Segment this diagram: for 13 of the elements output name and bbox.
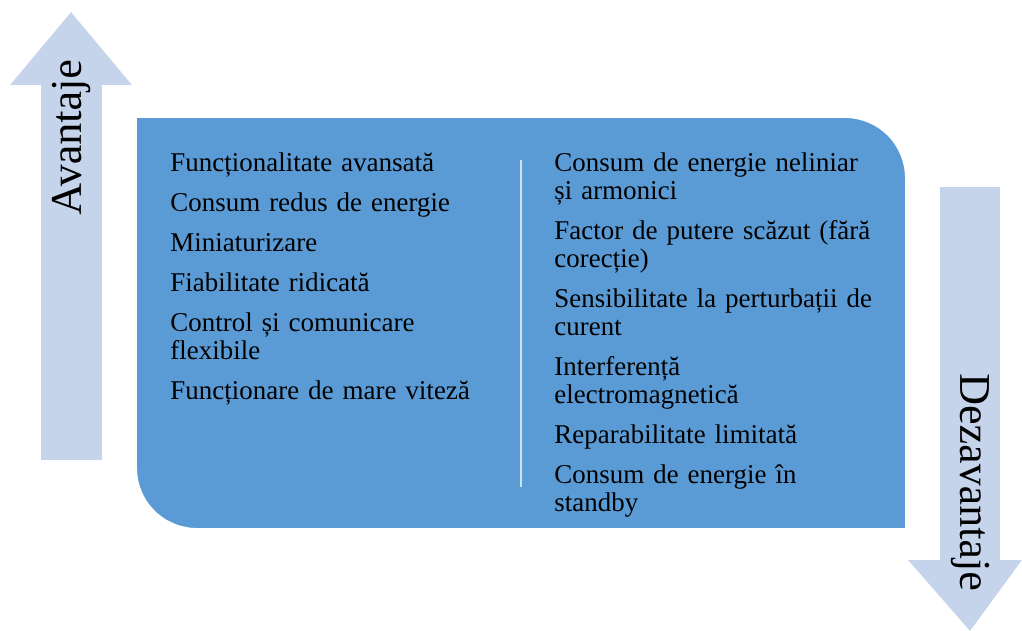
list-item: Consum de energie neliniar și armonici — [555, 152, 858, 205]
list-item: Miniaturizare — [171, 233, 317, 252]
list-item: Control și comunicare flexibile — [171, 312, 414, 360]
list-item: Fiabilitate ridicată — [171, 272, 370, 292]
list-item: Consum redus de energie — [171, 192, 449, 217]
list-item: Factor de putere scăzut (fără corecție) — [555, 219, 870, 273]
list-item: Funcționare de mare viteză — [171, 380, 470, 405]
list-item: Interferență electromagnetică — [555, 355, 739, 409]
list-item: Reparabilitate limitată — [555, 424, 797, 449]
list-item: Sensibilitate la perturbații de curent — [555, 288, 871, 336]
list-item: Consum de energie în standby — [555, 464, 796, 517]
list-item: Funcționalitate avansată — [171, 152, 434, 177]
rounded-panel — [137, 118, 905, 528]
